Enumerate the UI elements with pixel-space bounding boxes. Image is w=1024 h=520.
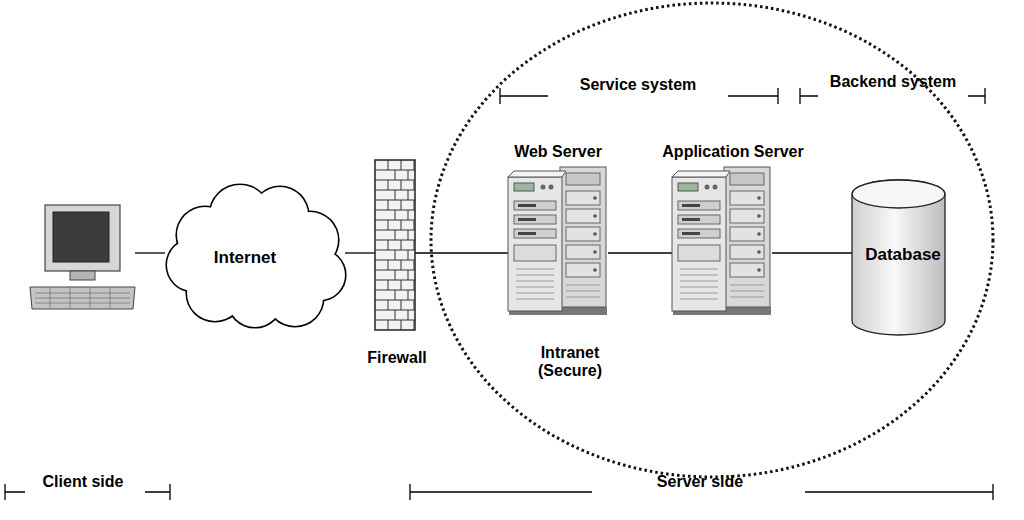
drive-bay: [566, 245, 600, 259]
server-knob: [757, 250, 761, 254]
drive-bay: [730, 191, 764, 205]
server-panel: [678, 245, 720, 261]
node-label: Database: [865, 245, 941, 265]
server-display: [514, 183, 534, 191]
server-panel: [514, 245, 556, 261]
server-knob: [757, 232, 761, 236]
region-label: Service system: [538, 76, 738, 94]
firewall-wall: [375, 160, 415, 330]
server-tower: [672, 177, 726, 311]
connector-line: [608, 252, 672, 253]
connector-line: [345, 252, 375, 253]
firewall-bricks: [375, 160, 415, 330]
drive-bay: [730, 209, 764, 223]
server-vents: [730, 285, 764, 297]
drive-bay: [514, 201, 556, 210]
server-knob: [593, 232, 597, 236]
server-side-boundary: [431, 3, 993, 477]
drive-bay: [730, 245, 764, 259]
monitor-frame: [45, 205, 120, 271]
drive-slot: [682, 232, 700, 235]
drive-bay: [730, 227, 764, 241]
client-link-line: [135, 252, 165, 253]
node-label: Application Server: [662, 143, 803, 161]
drive-bay: [678, 229, 720, 238]
drive-bay: [566, 209, 600, 223]
drive-bay: [678, 215, 720, 224]
server-panel: [566, 173, 600, 185]
drive-slot: [682, 218, 700, 221]
database-cylinder: Database: [852, 180, 945, 335]
server-top: [672, 171, 730, 177]
drive-bay: [566, 191, 600, 205]
monitor-stand: [70, 271, 95, 280]
server-button: [549, 185, 554, 190]
drive-slot: [518, 204, 536, 207]
keyboard-keys: [35, 288, 130, 308]
keyboard: [30, 287, 135, 309]
server-panel: [730, 173, 764, 185]
server-tower: [508, 177, 562, 311]
server-vents: [566, 285, 600, 297]
drive-bay: [566, 263, 600, 277]
firewall-outline: [375, 160, 415, 330]
server-knob: [593, 250, 597, 254]
server-box: Application Server: [672, 165, 772, 315]
region-label: Client side: [13, 473, 153, 491]
server-knob: [593, 214, 597, 218]
drive-bay: [678, 201, 720, 210]
region-label: Backend system: [808, 73, 978, 91]
node-label: Firewall: [367, 349, 427, 367]
server-box: [672, 165, 772, 315]
server-knob: [757, 196, 761, 200]
server-box: [508, 165, 608, 315]
node-label: Web Server: [514, 143, 602, 161]
connector-line: [772, 252, 852, 253]
firewall-wall: Firewall: [375, 160, 415, 330]
server-tower: [560, 167, 606, 307]
server-button: [705, 185, 710, 190]
server-knob: [593, 268, 597, 272]
drive-slot: [682, 204, 700, 207]
backend-system-bracket: [800, 88, 985, 104]
monitor-screen: [53, 212, 109, 262]
server-display: [678, 183, 698, 191]
server-vents: [516, 269, 554, 299]
server-box: Web Server: [508, 165, 608, 315]
connector-line: [415, 252, 508, 253]
server-tower: [724, 167, 770, 307]
server-knob: [593, 196, 597, 200]
drive-slot: [518, 218, 536, 221]
server-vents: [680, 269, 718, 299]
drive-bay: [514, 215, 556, 224]
drive-bay: [730, 263, 764, 277]
cylinder-body: [852, 180, 945, 335]
region-label: Intranet (Secure): [532, 344, 608, 381]
drive-slot: [518, 232, 536, 235]
cylinder-top: [852, 180, 945, 208]
node-label: Internet: [214, 248, 276, 268]
drive-bay: [566, 227, 600, 241]
server-button: [541, 185, 546, 190]
server-knob: [757, 268, 761, 272]
drive-bay: [514, 229, 556, 238]
region-label: Server side: [600, 473, 800, 491]
cloud-fill: [205, 208, 305, 308]
server-knob: [757, 214, 761, 218]
internet-cloud: Internet: [165, 180, 345, 330]
server-button: [713, 185, 718, 190]
server-top: [508, 171, 566, 177]
